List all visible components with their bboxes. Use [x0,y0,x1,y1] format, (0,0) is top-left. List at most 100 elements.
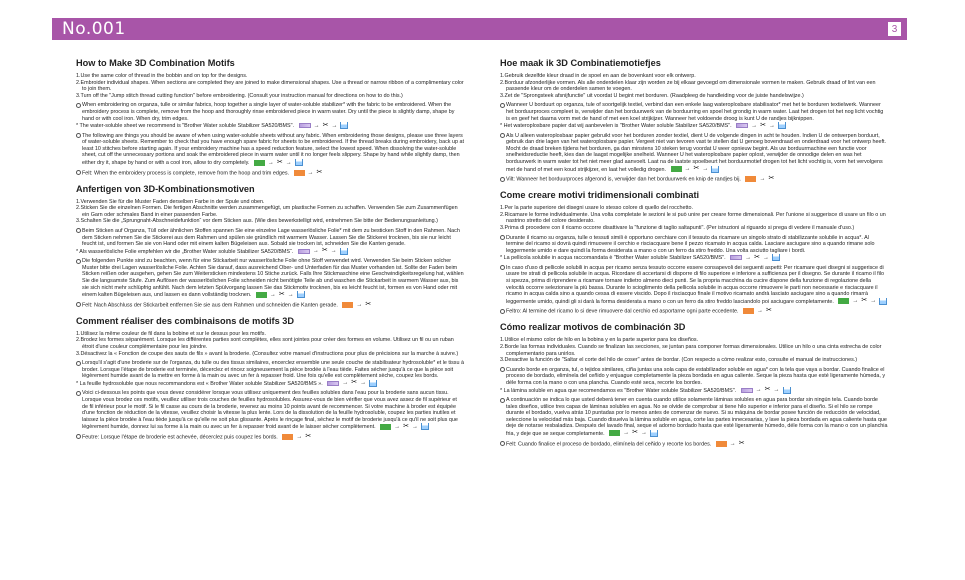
arrow-icon: → [313,122,320,129]
water-basin-icon [339,247,348,255]
step-item: 1.Use the same color of thread in the bo… [76,73,248,79]
water-basin-icon [294,159,303,167]
instruction-block: Cuando borde en organza, tul, o tejidos … [500,367,888,387]
bullet-icon [500,441,505,446]
stabilizer-icon [740,387,753,393]
arrow-icon: → [852,298,859,305]
bullet-icon [500,308,505,314]
instruction-block: Feltro: Al termine del ricamo lo si deve… [500,307,888,315]
bullet-icon [76,258,81,264]
arrow-icon: → [296,433,303,440]
note-row: * The water-soluble sheet we recommend i… [76,122,464,130]
felt-swatch-icon [743,308,755,315]
scissors-icon: ✂ [764,386,771,393]
scissors-icon: ✂ [305,432,312,440]
bullet-icon [500,367,505,373]
water-basin-icon [711,165,720,173]
arrow-icon: → [285,159,292,166]
arrow-icon: → [684,166,691,173]
header-bar: No.001 3 [52,18,907,40]
scissors-icon: ✂ [321,247,328,255]
page-title: No.001 [62,19,126,39]
process-sequence: → ✂ [745,175,775,183]
step-item: 1.Gebruik dezelfde kleur draad in de spo… [500,73,696,79]
step-item: 2.Ricamare le forme individualmente. Una… [500,211,886,225]
scissors-icon: ✂ [766,307,772,315]
scissors-icon: ✂ [276,158,283,166]
arrow-icon: → [870,298,877,305]
process-sequence: → ✂ → [670,165,720,173]
block-text: Lorsqu'il s'agit d'une broderie sur de l… [82,360,464,380]
felt-swatch-icon [282,433,294,440]
scissors-icon: ✂ [632,429,638,437]
stabilizer-icon [730,255,743,261]
steps-list: 1.Verwenden Sie für die Muster Faden der… [76,199,464,225]
arrow-icon: → [360,380,367,387]
step-item: 3.Schalten Sie die „Sprungnaht-Abschneid… [76,218,438,225]
arrow-icon: → [773,387,780,393]
page-number: 3 [888,22,901,36]
instruction-block: When embroidering on organza, tulle or s… [76,102,464,122]
instruction-block: The following are things you should be a… [76,133,464,167]
block-text: Felt: Nach Abschluss der Stickarbeit ent… [82,302,338,309]
bullet-icon [76,390,81,396]
step-item: 1.Verwenden Sie für die Muster Faden der… [76,198,265,205]
bullet-icon [76,434,81,440]
water-basin-icon [649,429,658,437]
process-sequence: → ✂ → [253,158,303,167]
instruction-block: In caso d'uso di pellicole solubili in a… [500,265,888,305]
step-item: 2.Brodez les formes séparément. Lorsque … [76,337,454,350]
arrow-icon: → [702,166,709,173]
felt-swatch-icon [293,169,305,176]
instruction-block: Vilt: Wanneer het borduurproces afgerond… [500,175,888,183]
section-fr: Comment réaliser des combinaisons de mot… [76,316,464,441]
bullet-icon [76,302,81,308]
process-sequence: → ✂ [342,301,371,308]
note-text: * La pellicola solubile in acqua raccoma… [500,255,726,262]
note-row: * La feuille hydrosoluble que nous recom… [76,379,464,388]
bullet-icon [76,228,81,234]
step-item: 3.Zet de "Sprongsteek afsnijfunctie" uit… [500,92,804,99]
scissors-icon: ✂ [768,175,775,183]
arrow-icon: → [763,254,770,261]
fabric-swatch-icon [380,423,392,430]
instruction-block: Lorsqu'il s'agit d'une broderie sur de l… [76,360,464,380]
note-text: * The water-soluble sheet we recommend i… [76,123,295,130]
fabric-swatch-icon [255,291,267,298]
process-sequence: → ✂ [293,169,322,176]
process-sequence: → ✂ → [609,429,658,437]
process-sequence: → ✂ [715,440,745,447]
water-basin-icon [421,423,430,431]
process-sequence: → ✂ → [380,423,430,431]
arrow-icon: → [394,423,401,430]
stabilizer-icon [298,123,311,129]
arrow-icon: → [342,380,349,387]
block-text: Beim Sticken auf Organza, Tüll oder ähnl… [82,227,460,248]
note-row: * Als wasserlösliche Folie empfehlen wir… [76,247,464,256]
section-title: Comment réaliser des combinaisons de mot… [76,315,295,326]
water-basin-icon [782,386,791,394]
section-de: Anfertigen von 3D-Kombinationsmotiven 1.… [76,184,464,309]
section-it: Come creare motivi tridimensionali combi… [500,190,888,315]
instruction-block: Wanneer U borduurt op organza, tule of s… [500,102,888,122]
fabric-swatch-icon [670,166,682,173]
note-text: * La feuille hydrosoluble que nous recom… [76,380,323,387]
block-text: Felt: When the embroidery process is com… [82,169,290,176]
scissors-icon: ✂ [322,121,329,129]
arrow-icon: → [356,301,363,308]
block-text: In caso d'uso di pellicole solubili in a… [506,264,885,305]
bullet-icon [500,235,505,241]
instruction-block: Als U alleen wateroplosbaar papier gebru… [500,133,888,173]
bullet-icon [500,102,505,108]
block-text: Feltro: Al termine del ricamo lo si deve… [506,308,739,315]
process-sequence: → ✂ → [740,386,791,394]
process-sequence: → ✂ → [736,122,787,130]
arrow-icon: → [751,122,758,129]
section-en: How to Make 3D Combination Motifs 1.Use … [76,58,464,177]
note-text: * Als wasserlösliche Folie empfehlen wir… [76,248,294,255]
left-column: How to Make 3D Combination Motifs 1.Use … [76,58,464,448]
arrow-icon: → [307,169,314,176]
bullet-icon [76,170,81,176]
block-text: Wanneer U borduurt op organza, tule of s… [506,102,884,122]
water-basin-icon [369,379,378,387]
